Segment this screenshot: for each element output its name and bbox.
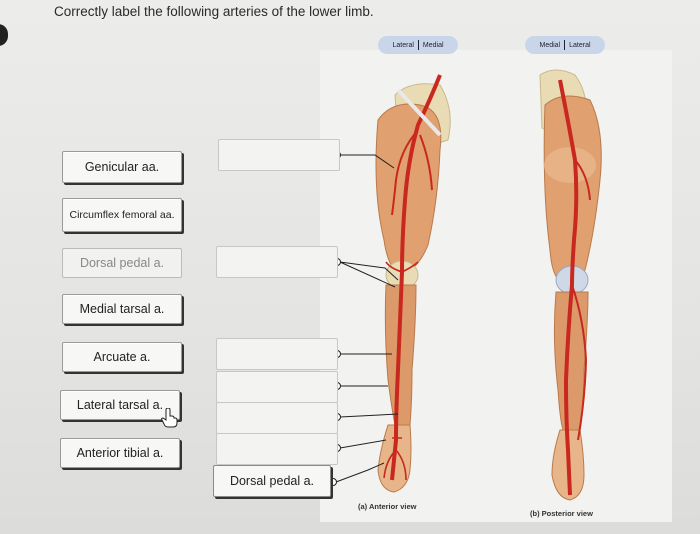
label-text: Lateral tarsal a. xyxy=(76,398,164,412)
anterior-orientation-right: Medial xyxy=(422,41,444,49)
label-text: Arcuate a. xyxy=(93,350,151,364)
hand-pointer-icon xyxy=(161,408,178,428)
orientation-divider xyxy=(417,40,419,50)
label-text: Anterior tibial a. xyxy=(76,446,164,460)
label-medial-tarsal[interactable]: Medial tarsal a. xyxy=(62,294,182,324)
drop-zone-3[interactable] xyxy=(216,338,338,370)
anterior-orientation-left: Lateral xyxy=(392,41,414,49)
anterior-leg xyxy=(375,74,451,493)
label-lateral-tarsal[interactable]: Lateral tarsal a. xyxy=(60,390,180,420)
posterior-orientation-left: Medial xyxy=(539,41,561,49)
label-text: Genicular aa. xyxy=(84,160,160,174)
label-dorsal-pedal-used[interactable]: Dorsal pedal a. xyxy=(62,248,182,278)
drop-zone-7[interactable]: Dorsal pedal a. xyxy=(213,465,331,497)
label-text: Dorsal pedal a. xyxy=(79,256,165,270)
orientation-divider xyxy=(564,40,566,50)
drop-zone-5[interactable] xyxy=(216,402,338,434)
label-text: Medial tarsal a. xyxy=(79,302,165,316)
label-arcuate[interactable]: Arcuate a. xyxy=(62,342,182,372)
drop-zone-4[interactable] xyxy=(216,371,338,403)
posterior-orientation: Medial Lateral xyxy=(525,36,605,54)
anterior-view-caption: (a) Anterior view xyxy=(358,502,417,511)
drop-zone-6[interactable] xyxy=(216,433,338,465)
posterior-leg xyxy=(539,69,602,501)
label-circumflex-femoral[interactable]: Circumflex femoral aa. xyxy=(62,198,182,232)
label-text: Circumflex femoral aa. xyxy=(69,209,175,221)
label-genicular[interactable]: Genicular aa. xyxy=(62,151,182,183)
drop-zone-1[interactable] xyxy=(218,139,340,171)
label-anterior-tibial[interactable]: Anterior tibial a. xyxy=(60,438,180,468)
posterior-view-caption: (b) Posterior view xyxy=(530,509,593,518)
question-instruction: Correctly label the following arteries o… xyxy=(54,4,374,19)
scroll-handle[interactable] xyxy=(0,24,8,46)
posterior-orientation-right: Lateral xyxy=(569,41,591,49)
drop-zone-2[interactable] xyxy=(216,246,338,278)
anterior-orientation: Lateral Medial xyxy=(378,36,458,54)
drop-zone-value: Dorsal pedal a. xyxy=(229,474,315,488)
